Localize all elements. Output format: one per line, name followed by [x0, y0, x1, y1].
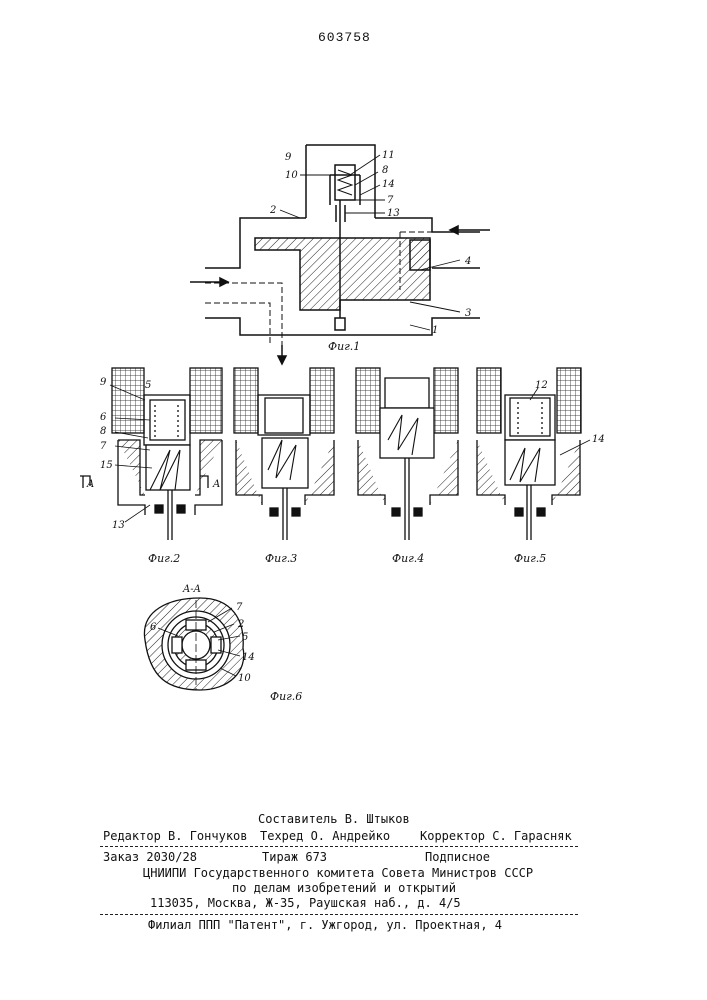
- svg-text:Фиг.2: Фиг.2: [148, 552, 180, 565]
- svg-text:7: 7: [387, 195, 394, 206]
- svg-text:9: 9: [285, 152, 292, 163]
- svg-text:6: 6: [100, 412, 107, 423]
- divider-bottom: [100, 914, 578, 915]
- figures-2-5: [80, 368, 590, 540]
- svg-text:12: 12: [535, 380, 548, 391]
- branch-line: Филиал ППП "Патент", г. Ужгород, ул. Про…: [148, 918, 502, 932]
- svg-text:8: 8: [382, 165, 388, 176]
- svg-text:A: A: [212, 479, 220, 490]
- divider-top: [100, 846, 578, 847]
- svg-text:15: 15: [100, 460, 113, 471]
- circulation-line: Тираж 673: [262, 850, 327, 864]
- editor-line: Редактор В. Гончуков: [103, 829, 248, 843]
- order-line: Заказ 2030/28: [103, 850, 197, 864]
- svg-text:2: 2: [237, 619, 244, 630]
- figure-6: [144, 598, 243, 690]
- techred-line: Техред О. Андрейко: [260, 829, 390, 843]
- svg-text:Фиг.1: Фиг.1: [328, 340, 360, 353]
- svg-text:10: 10: [238, 673, 251, 684]
- svg-text:7: 7: [236, 602, 243, 613]
- svg-text:5: 5: [242, 632, 248, 643]
- org-line-2: по делам изобретений и открытий: [232, 881, 456, 895]
- svg-text:Фиг.4: Фиг.4: [392, 552, 424, 565]
- svg-text:Фиг.6: Фиг.6: [270, 690, 302, 703]
- subscription-line: Подписное: [425, 850, 490, 864]
- svg-text:14: 14: [592, 434, 605, 445]
- patent-drawings: 9 11 10 8 14 7 2 13 4 3 1 Фиг.1: [0, 0, 707, 720]
- corrector-line: Корректор С. Гарасняк: [420, 829, 572, 843]
- address-line: 113035, Москва, Ж-35, Раушская наб., д. …: [150, 896, 461, 910]
- svg-text:10: 10: [285, 170, 298, 181]
- svg-text:1: 1: [432, 325, 438, 336]
- svg-text:Фиг.5: Фиг.5: [514, 552, 546, 565]
- svg-text:14: 14: [382, 179, 395, 190]
- svg-text:9: 9: [100, 377, 107, 388]
- svg-text:7: 7: [100, 441, 107, 452]
- figure-4: [356, 368, 458, 540]
- figure-2: [80, 368, 222, 540]
- section-label: A-A: [182, 584, 201, 595]
- org-line-1: ЦНИИПИ Государственного комитета Совета …: [143, 866, 533, 880]
- svg-text:5: 5: [145, 380, 151, 391]
- svg-text:4: 4: [464, 256, 471, 267]
- svg-text:A: A: [86, 479, 94, 490]
- svg-text:6: 6: [150, 622, 157, 633]
- svg-text:3: 3: [465, 308, 471, 319]
- figure-3: [234, 368, 334, 540]
- svg-text:13: 13: [387, 208, 400, 219]
- figure-5: [477, 368, 590, 540]
- svg-text:8: 8: [100, 426, 106, 437]
- figure-1: [190, 145, 490, 364]
- svg-text:Фиг.3: Фиг.3: [265, 552, 297, 565]
- svg-text:14: 14: [242, 652, 255, 663]
- compiler-line: Составитель В. Штыков: [258, 812, 410, 826]
- svg-text:11: 11: [382, 150, 395, 161]
- svg-text:13: 13: [112, 520, 125, 531]
- svg-text:2: 2: [269, 205, 276, 216]
